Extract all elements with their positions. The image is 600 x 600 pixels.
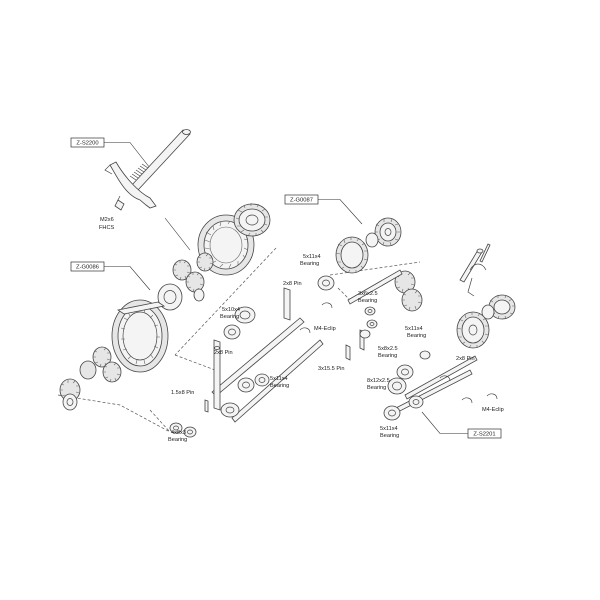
label-5x10x4: 5x10x4 — [222, 307, 240, 313]
part-labels: 5x11x4 Bearing 2x8 Pin 5x10x4 Bearing M4… — [168, 254, 504, 443]
label-fhcs: FHCS — [99, 225, 114, 231]
label-bearing-top: Bearing — [300, 261, 319, 267]
label-bearing-bottom: Bearing — [380, 433, 399, 439]
idler-gear-assembly — [335, 217, 402, 274]
right-shift-assembly — [383, 243, 516, 421]
svg-text:Z-S2200: Z-S2200 — [76, 141, 98, 147]
assembly-guide-lines — [57, 247, 421, 433]
svg-text:Z-G0086: Z-G0086 — [76, 265, 99, 271]
label-bearing-5x10x4: Bearing — [220, 314, 239, 320]
label-2x8-pin-top: 2x8 Pin — [283, 281, 302, 287]
ring-gear-housing — [111, 299, 169, 373]
right-gear-stack — [345, 269, 423, 361]
label-bearing-4x8x3: Bearing — [168, 437, 187, 443]
label-bearing-5x8x2-5: Bearing — [378, 353, 397, 359]
part-number-z-g0087: Z-G0087 — [284, 194, 363, 225]
label-8x12x2-5: 8x12x2.5 — [367, 378, 390, 384]
center-bearings — [169, 275, 335, 438]
label-5x11x4-top: 5x11x4 — [303, 254, 321, 260]
label-m4-eclip-left: M4-Eclip — [314, 326, 336, 332]
label-bearing-8x12x2-5: Bearing — [367, 385, 386, 391]
part-number-z-g0086: Z-G0086 — [70, 261, 151, 291]
label-3x6x2-5: 3x6x2.5 — [358, 291, 378, 297]
label-m4-eclip-right: M4-Eclip — [482, 407, 504, 413]
clutch-gear-assembly — [197, 203, 271, 276]
label-4x8x3: 4x8x3 — [171, 430, 186, 436]
lower-left-gears — [59, 346, 122, 411]
part-number-z-s2201: Z-S2201 — [421, 411, 502, 439]
label-5x8x2-5: 5x8x2.5 — [378, 346, 398, 352]
label-bearing-right: Bearing — [407, 333, 426, 339]
label-m2x6: M2x6 — [100, 217, 114, 223]
shift-fork-assembly — [104, 129, 191, 211]
label-1-5x8-pin: 1.5x8 Pin — [171, 390, 194, 396]
pinion-gear-cluster — [157, 252, 214, 311]
label-bearing-3x6x2-5: Bearing — [358, 298, 377, 304]
label-2x8-pin-mid: 2x8 Pin — [214, 350, 233, 356]
label-bearing-mid: Bearing — [270, 383, 289, 389]
center-shafts — [211, 287, 324, 423]
label-5x11x4-right: 5x11x4 — [405, 326, 423, 332]
svg-text:Z-S2201: Z-S2201 — [473, 432, 495, 438]
svg-text:Z-G0087: Z-G0087 — [290, 198, 313, 204]
label-5x11x4-bottom: 5x11x4 — [380, 426, 398, 432]
label-2x8-pin-right: 2x8 Pin — [456, 356, 475, 362]
label-5x11x4-mid: 5x11x4 — [270, 376, 288, 382]
part-number-z-s2200: Z-S2200 — [70, 137, 151, 169]
label-3x15-5-pin: 3x15.5 Pin — [318, 366, 344, 372]
